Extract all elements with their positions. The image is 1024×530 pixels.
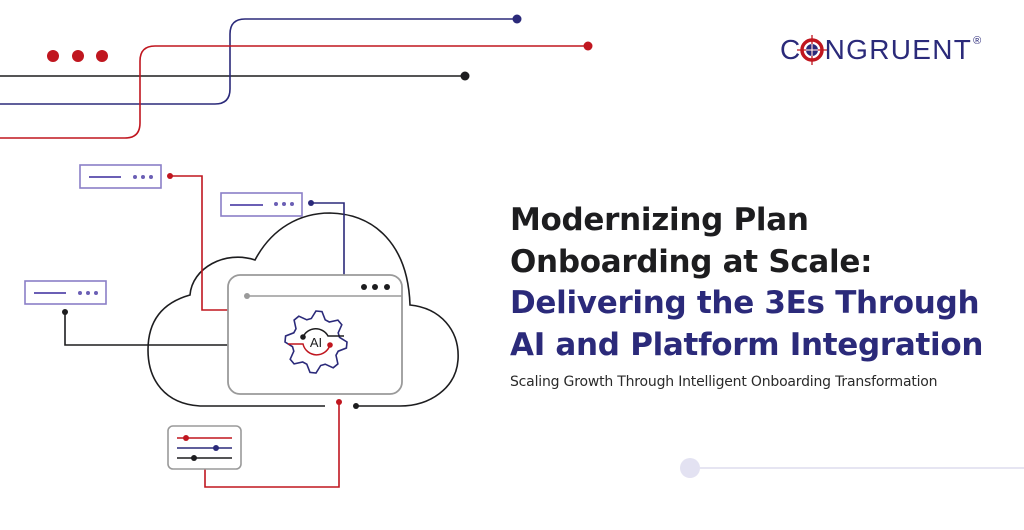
logo-target-icon xyxy=(797,34,828,65)
app-window-graphic xyxy=(227,274,403,395)
page-title: Modernizing Plan Onboarding at Scale: De… xyxy=(510,200,983,366)
title-line-3: Delivering the 3Es Through xyxy=(510,285,980,321)
registered-mark: ® xyxy=(973,35,982,47)
server-box-3 xyxy=(24,280,107,305)
title-line-4: AI and Platform Integration xyxy=(510,326,984,363)
cloud-icon xyxy=(147,212,459,407)
subtitle: Scaling Growth Through Intelligent Onboa… xyxy=(510,374,938,390)
settings-sliders-panel xyxy=(167,425,242,470)
window-dots-decoration xyxy=(47,50,108,62)
server-box-1 xyxy=(79,164,162,189)
ai-label: AI xyxy=(310,335,322,350)
circuit-lines-top xyxy=(0,18,588,139)
title-line-1: Modernizing Plan xyxy=(510,202,809,238)
decorative-circle xyxy=(680,458,700,478)
ai-gear-icon: AI xyxy=(284,310,348,374)
title-line-2: Onboarding at Scale: xyxy=(510,243,873,280)
server-box-2 xyxy=(220,192,303,217)
